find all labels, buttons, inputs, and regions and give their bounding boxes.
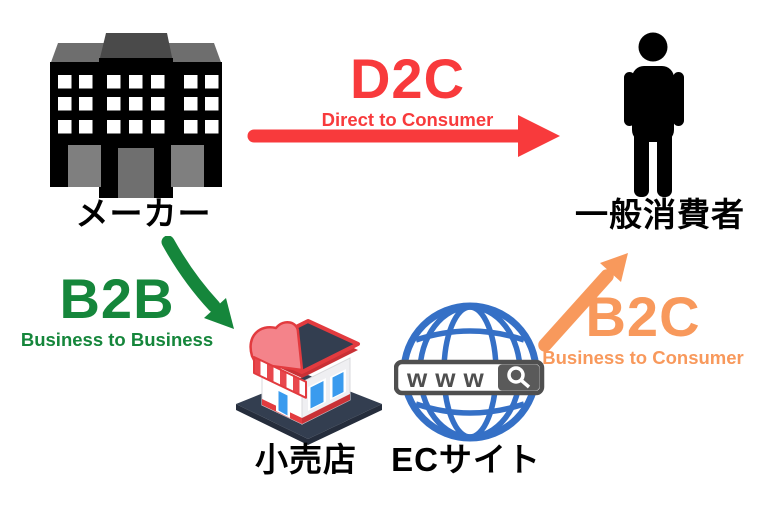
d2c-relation: D2C Direct to Consumer [250,51,565,130]
maker-label: メーカー [75,195,212,232]
building-icon [50,33,222,198]
consumer-label: 一般消費者 [575,196,745,233]
b2c-abbr: B2C [585,285,701,348]
b2c-arrow-icon [538,253,628,352]
search-bar: www [394,359,545,396]
d2c-full: Direct to Consumer [321,109,494,130]
store-icon [236,319,382,445]
d2c-abbr: D2C [349,47,466,110]
b2b-arrow-icon [161,236,234,329]
www-text: www [406,363,492,393]
retail-label: 小売店 [255,441,357,478]
b2b-full: Business to Business [20,329,214,350]
b2b-relation: B2B Business to Business [8,271,226,350]
d2c-arrow-icon [247,115,560,157]
person-icon [624,32,684,197]
b2c-full: Business to Consumer [542,347,744,368]
search-icon [507,366,531,389]
ec-site-label: ECサイト [391,441,541,478]
b2b-abbr: B2B [59,267,175,330]
b2c-relation: B2C Business to Consumer [528,289,758,368]
globe-icon: www [394,302,545,442]
